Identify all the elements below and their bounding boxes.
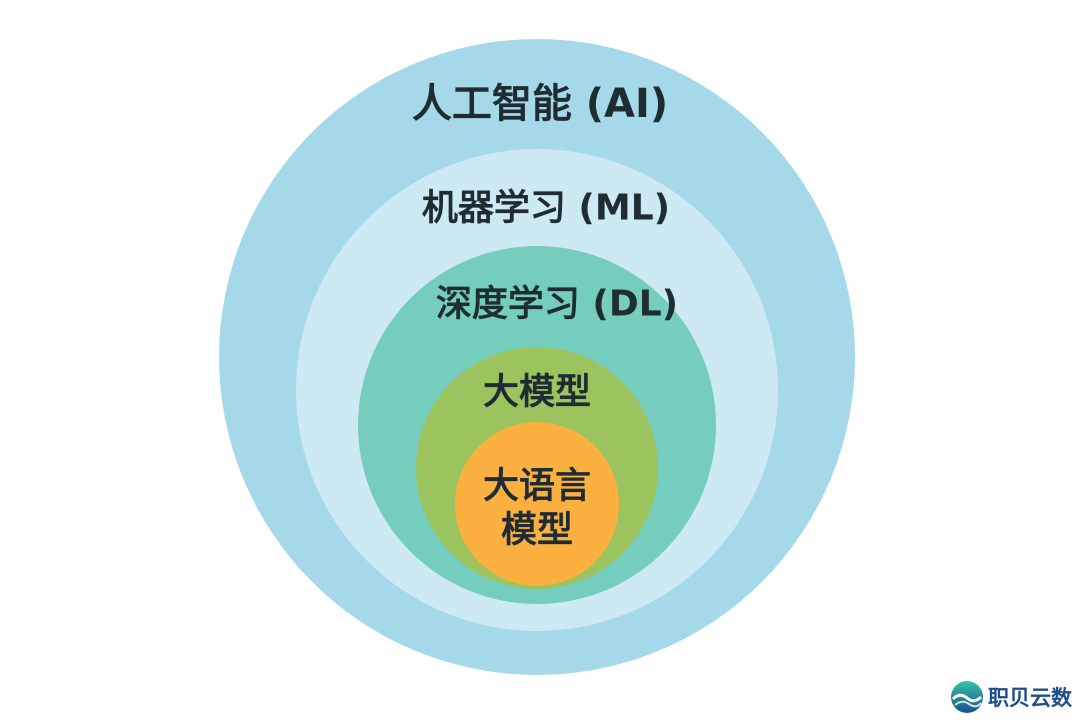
brand-name: 职贝云数 bbox=[988, 686, 1072, 710]
wave-logo-icon bbox=[951, 681, 983, 713]
circle-llm bbox=[455, 422, 619, 586]
label-ml: 机器学习 (ML) bbox=[422, 187, 670, 229]
label-large-model: 大模型 bbox=[483, 372, 591, 413]
brand-logo: 职贝云数 bbox=[950, 680, 1072, 714]
label-llm-line2: 模型 bbox=[501, 510, 573, 551]
label-dl: 深度学习 (DL) bbox=[436, 283, 678, 325]
label-ai: 人工智能 (AI) bbox=[412, 81, 668, 127]
label-llm-line1: 大语言 bbox=[483, 466, 591, 507]
